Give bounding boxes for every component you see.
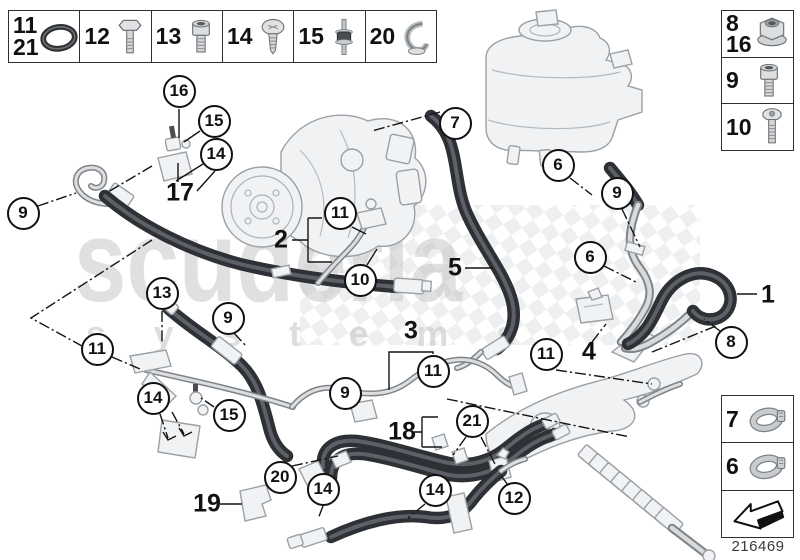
item-label-19: 19 <box>193 489 221 518</box>
callout-11: 11 <box>529 337 563 371</box>
cooling-pipe-3 <box>292 360 528 423</box>
callout-12: 12 <box>497 481 531 515</box>
callout-14: 14 <box>136 381 170 415</box>
socket-head-screw-icon <box>192 19 211 53</box>
item-label-17: 17 <box>166 178 194 207</box>
o-ring-icon <box>39 23 78 52</box>
power-steering-pump <box>221 114 427 258</box>
legend-cell-numbers: 15 <box>298 22 324 49</box>
spring-clip-icon <box>404 20 430 55</box>
flange-nut-icon <box>756 17 787 47</box>
callout-6: 6 <box>573 240 607 274</box>
legend-cell-numbers: 14 <box>226 22 253 49</box>
legend-cell-numbers: 20 <box>369 22 396 49</box>
diagram-part-number: 216469 <box>731 538 785 555</box>
legend-cell: 12 <box>79 11 150 62</box>
legend-cell-numbers: 7 <box>726 405 739 432</box>
callout-9: 9 <box>211 301 245 335</box>
callout-11: 11 <box>416 354 450 388</box>
callout-15: 15 <box>212 398 246 432</box>
legend-cell-numbers: 10 <box>726 113 752 140</box>
callout-9: 9 <box>600 176 634 210</box>
callout-13: 13 <box>145 276 179 310</box>
item-label-2: 2 <box>274 225 288 254</box>
legend-cell: 20 <box>364 11 436 62</box>
bracket-17-cluster <box>157 125 193 182</box>
callout-9: 9 <box>328 376 362 410</box>
item-label-5: 5 <box>448 253 462 282</box>
callout-14: 14 <box>199 137 233 171</box>
direction-arrow-icon <box>732 500 784 530</box>
clamp-legend-bottom-right: 7 6 <box>721 395 794 538</box>
fluid-reservoir <box>485 9 643 167</box>
callout-7: 7 <box>438 106 472 140</box>
callout-20: 20 <box>263 460 297 494</box>
bracket-4 <box>575 287 614 324</box>
callout-21: 21 <box>455 404 489 438</box>
watermark-subword: systems <box>86 313 516 354</box>
item-label-18: 18 <box>388 417 416 446</box>
callout-11: 11 <box>323 196 357 230</box>
callout-15: 15 <box>197 104 231 138</box>
leader-lines-dashdot <box>29 111 721 520</box>
legend-cell-numbers: 9 <box>726 66 739 93</box>
legend-cell: 14 <box>221 11 293 62</box>
legend-cell: 7 <box>722 396 793 442</box>
callout-6: 6 <box>541 148 575 182</box>
legend-cell-numbers: 12 <box>84 22 110 49</box>
legend-cell: 10 <box>722 103 793 150</box>
rubber-mount-icon <box>335 18 353 55</box>
leader-lines-solid <box>175 109 757 505</box>
legend-cell <box>722 489 793 537</box>
callout-14: 14 <box>418 473 452 507</box>
hex-bolt-icon <box>118 19 142 53</box>
legend-cell: 15 <box>293 11 364 62</box>
callout-11: 11 <box>80 332 114 366</box>
callout-16: 16 <box>162 74 196 108</box>
callout-9: 9 <box>6 196 40 230</box>
pressure-pipe-2 <box>318 198 387 283</box>
callout-10: 10 <box>343 263 377 297</box>
hose-clamp-icon <box>749 407 786 433</box>
callout-8: 8 <box>714 325 748 359</box>
bracket-cluster-left <box>129 349 293 459</box>
item-label-4: 4 <box>582 337 596 366</box>
return-hose-5 <box>431 116 514 368</box>
reservoir-return-line <box>610 168 731 349</box>
socket-head-screw-icon <box>760 63 778 97</box>
legend-cell-numbers: 13 <box>155 22 182 49</box>
leader-arrowheads <box>162 427 193 441</box>
legend-cell: 13 <box>150 11 222 62</box>
pan-head-screw-icon <box>261 18 284 55</box>
callout-14: 14 <box>306 472 340 506</box>
round-head-bolt-icon <box>761 108 782 144</box>
item-label-1: 1 <box>761 280 775 309</box>
legend-cell: 6 <box>722 442 793 489</box>
item-label-3: 3 <box>404 316 418 345</box>
legend-cell: 9 <box>722 56 793 104</box>
legend-cell-numbers: 6 <box>726 452 739 479</box>
hose-clamp-icon <box>749 454 786 480</box>
